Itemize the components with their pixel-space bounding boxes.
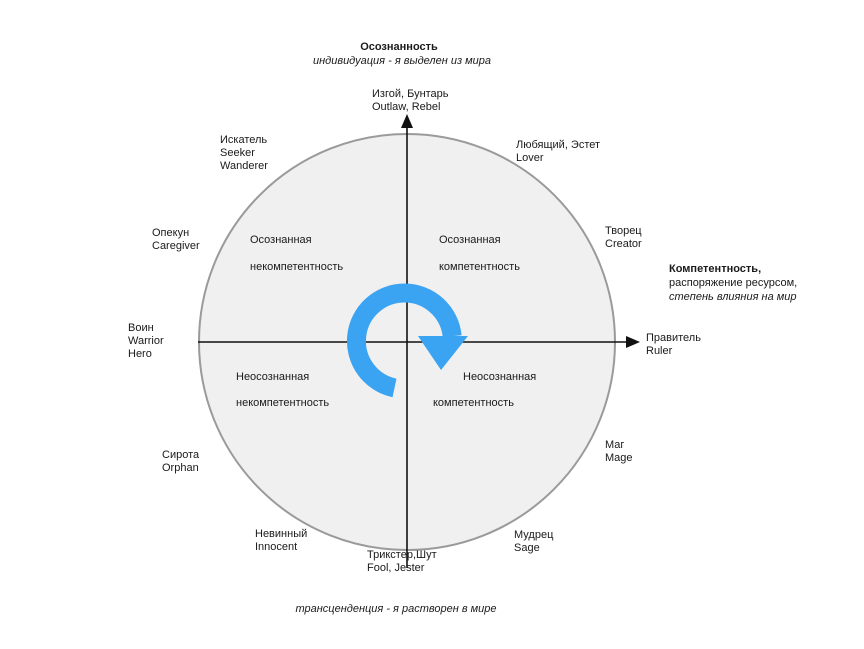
svg-text:Мудрец: Мудрец: [514, 529, 554, 541]
svg-text:Любящий, Эстет: Любящий, Эстет: [516, 139, 600, 151]
svg-text:Правитель: Правитель: [646, 332, 701, 344]
top-axis-subtitle: индивидуация - я выделен из мира: [313, 55, 491, 67]
svg-text:Fool, Jester: Fool, Jester: [367, 562, 425, 574]
svg-text:Искатель: Искатель: [220, 134, 267, 146]
svg-text:Воин: Воин: [128, 322, 154, 334]
archetype-sage: Мудрец Sage: [514, 529, 554, 554]
quadrant-lower-left-line1: Неосознанная: [236, 371, 309, 383]
bottom-axis-subtitle: трансценденция - я растворен в мире: [295, 603, 496, 615]
svg-text:Warrior: Warrior: [128, 335, 164, 347]
quadrant-upper-right-line1: Осознанная: [439, 234, 501, 246]
archetype-jester: Трикстер,Шут Fool, Jester: [367, 549, 437, 574]
archetype-innocent: Невинный Innocent: [255, 528, 307, 553]
archetype-warrior: Воин Warrior Hero: [128, 322, 164, 360]
svg-text:Mage: Mage: [605, 452, 633, 464]
quadrant-upper-left-line1: Осознанная: [250, 234, 312, 246]
vertical-axis-arrowhead: [401, 114, 413, 128]
svg-text:Hero: Hero: [128, 348, 152, 360]
quadrant-upper-left-line2: некомпетентность: [250, 261, 343, 273]
right-axis-line3: степень влияния на мир: [669, 291, 797, 303]
archetype-mage: Маг Mage: [605, 439, 633, 464]
archetype-lover: Любящий, Эстет Lover: [516, 139, 600, 164]
svg-text:Изгой, Бунтарь: Изгой, Бунтарь: [372, 88, 449, 100]
circular-arrow-icon: [347, 283, 468, 398]
svg-text:Сирота: Сирота: [162, 449, 200, 461]
quadrant-lower-right-line2: компетентность: [433, 397, 514, 409]
svg-text:Ruler: Ruler: [646, 345, 673, 357]
right-axis-line2: распоряжение ресурсом,: [669, 277, 797, 289]
archetype-seeker: Искатель Seeker Wanderer: [220, 134, 268, 172]
quadrant-lower-right-line1: Неосознанная: [463, 371, 536, 383]
archetype-ruler: Правитель Ruler: [646, 332, 701, 357]
svg-text:Трикстер,Шут: Трикстер,Шут: [367, 549, 437, 561]
archetype-orphan: Сирота Orphan: [162, 449, 200, 474]
svg-text:Опекун: Опекун: [152, 227, 189, 239]
horizontal-axis-arrowhead: [626, 336, 640, 348]
svg-text:Innocent: Innocent: [255, 541, 297, 553]
svg-text:Orphan: Orphan: [162, 462, 199, 474]
svg-text:Lover: Lover: [516, 152, 544, 164]
svg-text:Wanderer: Wanderer: [220, 160, 268, 172]
right-axis-title: Компетентность,: [669, 263, 761, 275]
svg-text:Seeker: Seeker: [220, 147, 255, 159]
svg-text:Творец: Творец: [605, 225, 642, 237]
svg-text:Caregiver: Caregiver: [152, 240, 200, 252]
archetype-caregiver: Опекун Caregiver: [152, 227, 200, 252]
svg-text:Невинный: Невинный: [255, 528, 307, 540]
svg-text:Маг: Маг: [605, 439, 624, 451]
quadrant-upper-right-line2: компетентность: [439, 261, 520, 273]
svg-text:Creator: Creator: [605, 238, 642, 250]
top-axis-title: Осознанность: [360, 41, 438, 53]
archetype-creator: Творец Creator: [605, 225, 642, 250]
svg-text:Sage: Sage: [514, 542, 540, 554]
archetype-outlaw: Изгой, Бунтарь Outlaw, Rebel: [372, 88, 449, 113]
svg-text:Outlaw, Rebel: Outlaw, Rebel: [372, 101, 440, 113]
quadrant-lower-left-line2: некомпетентность: [236, 397, 329, 409]
